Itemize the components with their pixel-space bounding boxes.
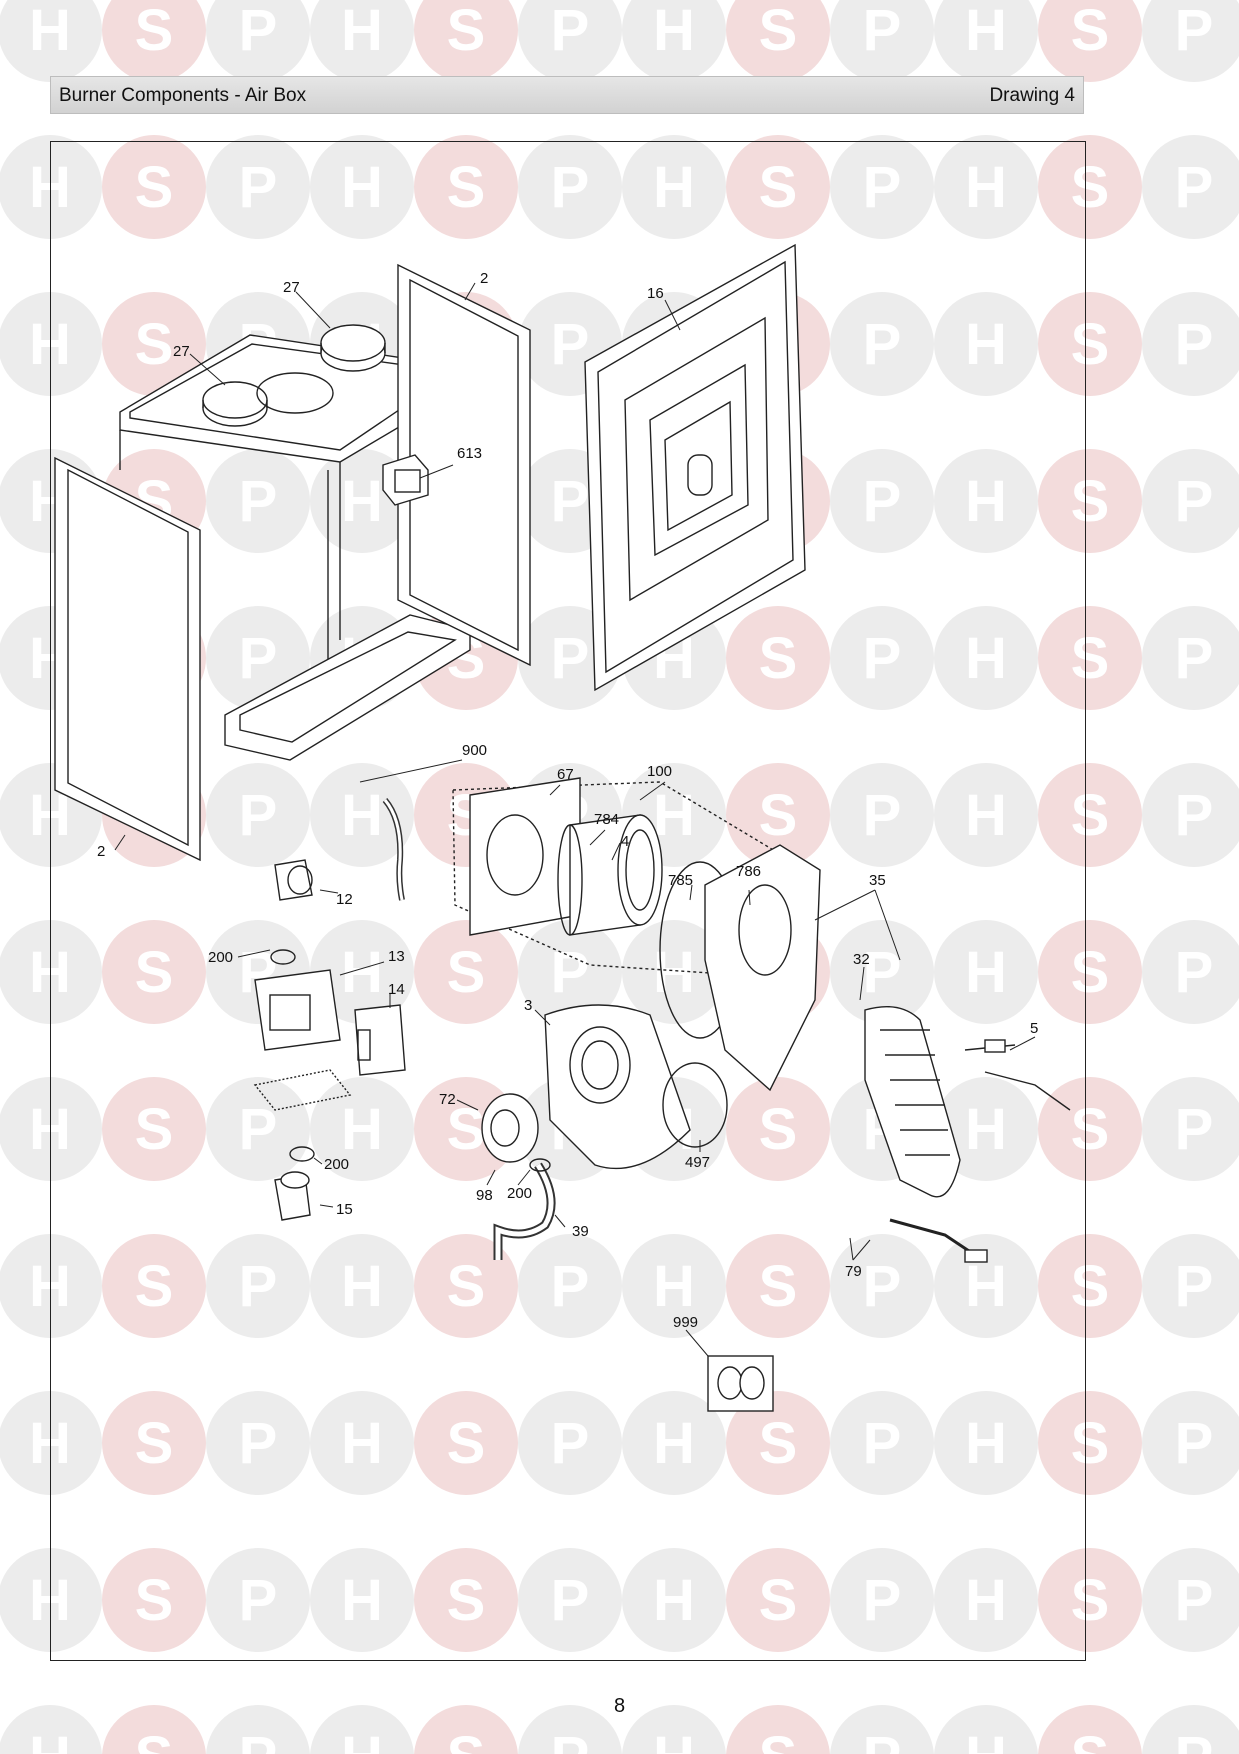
callout-32: 32	[853, 951, 870, 968]
heat-exchanger-cover	[704, 844, 821, 1092]
header-bar: Burner Components - Air Box Drawing 4	[50, 76, 1084, 114]
callout-2-top: 2	[480, 270, 488, 287]
callout-12: 12	[336, 891, 353, 908]
drawing-number: Drawing 4	[989, 85, 1075, 106]
front-panel	[584, 243, 806, 692]
gasket-497	[662, 1062, 728, 1148]
air-box-casing	[119, 334, 471, 761]
callout-27-b: 27	[173, 343, 190, 360]
callout-2-left: 2	[97, 843, 105, 860]
callout-200-a: 200	[208, 949, 233, 966]
diagram-frame	[50, 141, 1086, 1661]
callout-497: 497	[685, 1154, 710, 1171]
sensor-79	[889, 1218, 988, 1263]
callout-786: 786	[736, 863, 761, 880]
venturi-72	[481, 1093, 539, 1163]
gas-valve	[254, 969, 341, 1051]
gas-connector-12	[274, 859, 313, 901]
washer-200-c	[529, 1158, 551, 1172]
callout-200-b: 200	[324, 1156, 349, 1173]
washer-200-b	[289, 1146, 315, 1162]
callout-613: 613	[457, 445, 482, 462]
fan-assembly	[544, 1004, 691, 1170]
callout-72: 72	[439, 1091, 456, 1108]
burner-cylinder	[557, 814, 663, 936]
valve-gasket	[253, 1069, 352, 1111]
page-title: Burner Components - Air Box	[59, 85, 307, 106]
assembly-boundary-100	[452, 781, 791, 976]
callout-79: 79	[845, 1263, 862, 1280]
callout-98: 98	[476, 1187, 493, 1204]
callout-999: 999	[673, 1314, 698, 1331]
callout-35: 35	[869, 872, 886, 889]
washer-200-a	[270, 949, 296, 965]
gas-cock-15	[274, 1171, 311, 1221]
part-999-box	[707, 1355, 774, 1412]
callout-200-c: 200	[507, 1185, 532, 1202]
page-number: 8	[613, 1695, 626, 1717]
callout-67: 67	[557, 766, 574, 783]
callout-15: 15	[336, 1201, 353, 1218]
side-panel-left	[54, 456, 201, 862]
callout-5: 5	[1030, 1020, 1038, 1037]
callout-14: 14	[388, 981, 405, 998]
burner-port-27a	[202, 381, 268, 427]
callout-13: 13	[388, 948, 405, 965]
callout-39: 39	[572, 1223, 589, 1240]
callout-784: 784	[594, 811, 619, 828]
callout-100: 100	[647, 763, 672, 780]
fan-bracket	[382, 454, 429, 506]
callout-4: 4	[621, 833, 629, 850]
callout-785: 785	[668, 872, 693, 889]
burner-port-27b	[320, 324, 386, 372]
callout-16: 16	[647, 285, 664, 302]
electrode-5	[964, 1039, 1071, 1111]
valve-cover-14	[354, 1004, 406, 1076]
back-plate	[864, 1006, 961, 1198]
callout-3: 3	[524, 997, 532, 1014]
mounting-plate	[469, 777, 581, 936]
callout-900: 900	[462, 742, 487, 759]
leader-lines	[114, 282, 1036, 1357]
callout-27-a: 27	[283, 279, 300, 296]
